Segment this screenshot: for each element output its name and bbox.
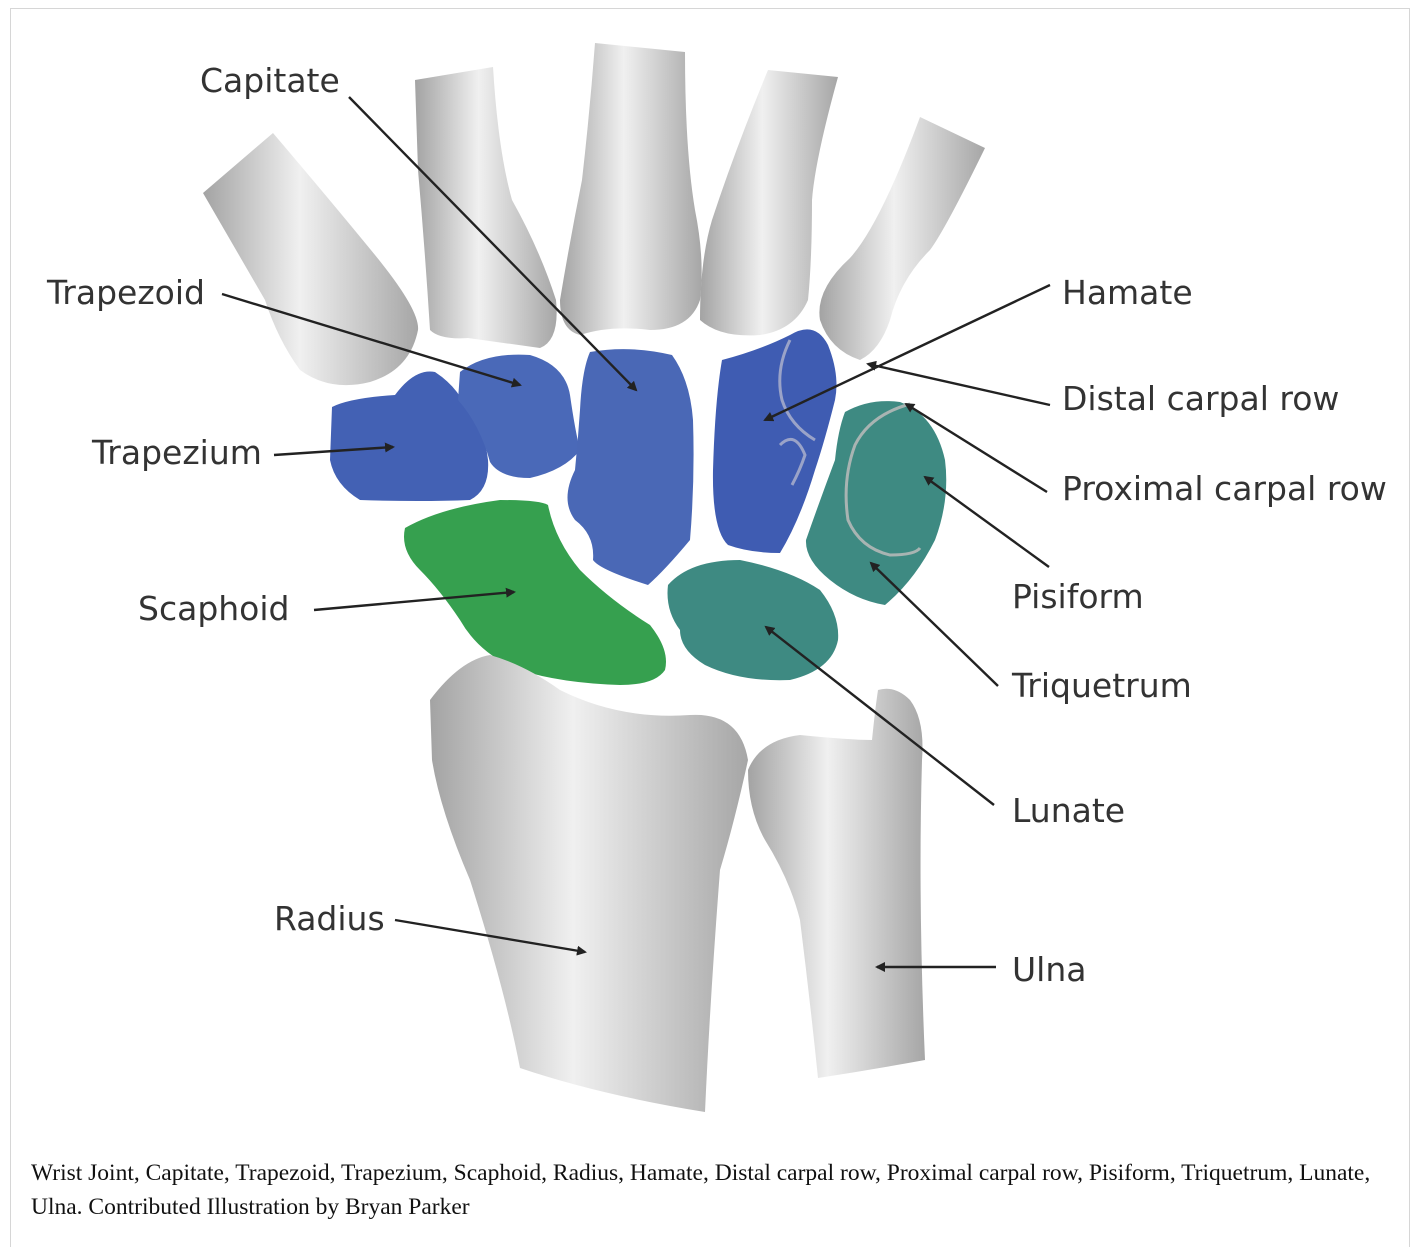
figure-caption: Wrist Joint, Capitate, Trapezoid, Trapez… — [31, 1156, 1391, 1224]
label-capitate: Capitate — [200, 61, 340, 100]
label-radius: Radius — [274, 899, 385, 938]
label-distal-carpal-row: Distal carpal row — [1062, 379, 1339, 418]
metacarpal-1 — [203, 133, 418, 385]
forearm-bones — [430, 655, 925, 1112]
metacarpal-3 — [560, 43, 702, 335]
label-trapezoid: Trapezoid — [46, 273, 205, 312]
radius-bone — [430, 655, 748, 1112]
metacarpal-4 — [700, 70, 838, 335]
label-lunate: Lunate — [1012, 791, 1125, 830]
label-ulna: Ulna — [1012, 950, 1086, 989]
metacarpal-5 — [819, 117, 985, 360]
label-pisiform: Pisiform — [1012, 577, 1144, 616]
label-triquetrum: Triquetrum — [1011, 666, 1192, 705]
triquetrum-bone — [806, 401, 946, 605]
arrow-distal-carpal-row — [868, 364, 1050, 405]
label-scaphoid: Scaphoid — [138, 589, 289, 628]
arrow-triquetrum — [871, 563, 998, 686]
label-proximal-carpal-row: Proximal carpal row — [1062, 469, 1387, 508]
metacarpal-2 — [415, 67, 557, 348]
ulna-bone — [748, 689, 925, 1078]
label-trapezium: Trapezium — [91, 433, 262, 472]
label-hamate: Hamate — [1062, 273, 1193, 312]
arrow-pisiform — [925, 477, 1049, 567]
